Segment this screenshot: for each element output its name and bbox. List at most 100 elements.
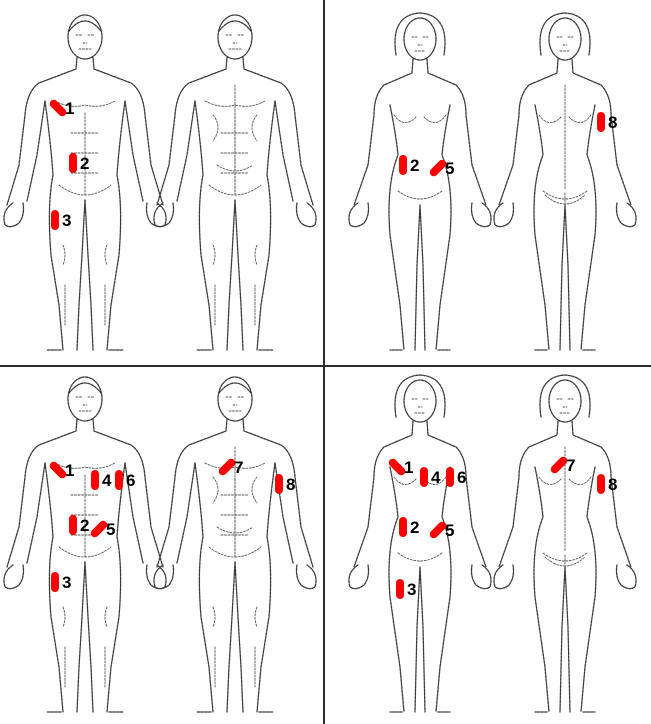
body-outline [125,101,143,201]
injection-site-3: 3 [51,572,71,592]
body-outline [617,565,637,589]
body-outline [297,203,317,227]
site-number-label: 4 [102,471,112,490]
body-outline [226,35,244,49]
body-outline [297,565,317,589]
body-outline [275,101,293,201]
body-outline [499,59,558,205]
site-number-label: 3 [62,573,71,592]
body-outline [557,37,573,51]
body-outline [415,567,425,712]
body-outline [157,57,227,205]
body-outline [7,419,77,567]
body-outline [63,245,107,325]
body-outline [226,397,244,411]
injection-site-8: 8 [597,112,617,132]
body-outline [154,565,174,589]
body-outline [85,562,93,712]
site-number-label: 8 [286,475,295,494]
injection-site-3: 3 [396,579,416,599]
body-outline [147,565,167,589]
body-outline [7,57,77,205]
injection-site-marker [115,470,123,490]
body-outline [147,203,167,227]
injection-site-5: 5 [428,158,454,178]
injection-site-marker [446,467,454,487]
body-outline [257,463,275,712]
panel-female-top: 25 8 [325,0,651,365]
body-outline [55,101,115,106]
body-outline [394,115,446,123]
body-outline [427,421,486,567]
body-outline [427,59,486,205]
back-view-figure [494,13,636,350]
body-outline [395,13,445,55]
site-number-label: 2 [80,516,89,535]
body-outline [195,101,213,350]
body-outline [436,105,451,350]
body-outline [412,399,428,413]
site-number-label: 1 [65,99,74,118]
body-outline [63,607,107,687]
body-outline [77,200,85,350]
body-outline [107,463,125,712]
injection-site-6: 6 [446,467,466,487]
head-outline [549,18,581,60]
body-outline [572,59,631,205]
injection-site-marker [69,515,77,535]
body-outline [93,419,163,567]
body-outline [177,101,195,201]
injection-site-2: 2 [399,155,419,175]
injection-site-marker [69,153,77,173]
body-outline [354,421,413,567]
injection-site-marker [275,474,283,494]
injection-site-4: 4 [91,470,112,490]
body-outline [257,101,275,350]
body-outline [213,245,257,325]
body-outline [398,191,442,199]
site-number-label: 2 [80,154,89,173]
body-outline [235,200,243,350]
injection-site-4: 4 [420,467,441,487]
back-view-figure [154,377,316,712]
injection-site-7: 7 [549,455,575,475]
body-outline [227,200,235,350]
body-outline [472,203,492,227]
body-outline [534,467,549,712]
body-outline [177,463,195,563]
injection-site-8: 8 [275,474,295,494]
figure-pair: 25 8 [325,0,651,365]
injection-site-3: 3 [51,210,71,230]
site-number-label: 6 [457,468,466,487]
body-outline [76,397,94,411]
body-outline [534,105,549,350]
body-outline [107,101,125,350]
site-number-label: 6 [126,471,135,490]
site-number-label: 8 [608,113,617,132]
body-outline [227,562,235,712]
injection-site-marker [51,572,59,592]
body-outline [395,375,445,417]
front-view-figure [349,13,491,350]
body-outline [557,399,573,413]
injection-site-marker [420,467,428,487]
injection-site-6: 6 [115,470,135,490]
body-outline [76,35,94,49]
body-outline [617,203,637,227]
body-outline [219,21,251,31]
body-outline [349,565,369,589]
site-number-label: 3 [62,211,71,230]
body-outline [581,467,596,712]
injection-site-marker [399,517,407,537]
site-number-label: 2 [410,156,419,175]
body-outline [436,467,451,712]
injection-site-marker [597,474,605,494]
body-outline [494,565,514,589]
site-number-label: 1 [65,461,74,480]
injection-site-marker [51,210,59,230]
body-outline [195,463,213,712]
body-outline [77,562,85,712]
